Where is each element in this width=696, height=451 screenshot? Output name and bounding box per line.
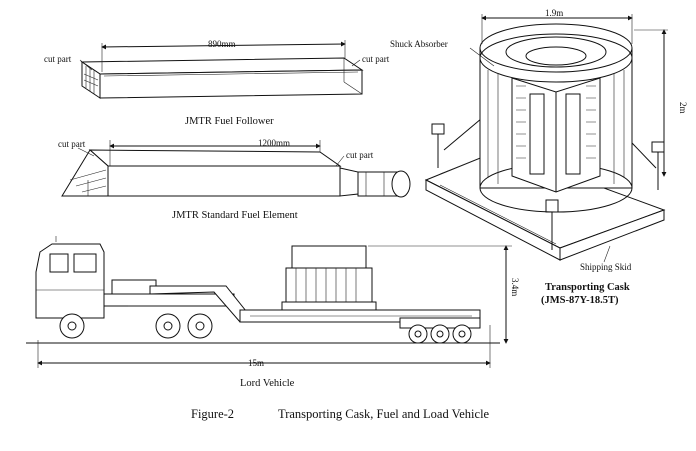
shipping-skid-label: Shipping Skid <box>580 262 632 272</box>
element-cut-right-leader <box>335 155 345 167</box>
element-cut-left-label: cut part <box>58 139 86 149</box>
vehicle-title: Lord Vehicle <box>240 378 295 389</box>
cask-model: (JMS-87Y-18.5T) <box>541 295 619 306</box>
figure-number: Figure-2 <box>191 407 234 421</box>
follower-cut-left-leader <box>79 59 93 71</box>
follower-title: JMTR Fuel Follower <box>185 116 274 127</box>
load-vehicle-drawing <box>26 236 512 368</box>
cask-drawing <box>424 14 668 263</box>
cask-width-label: 1.9m <box>545 8 563 18</box>
fuel-element-drawing <box>61 140 411 198</box>
shock-absorber-label: Shuck Absorber <box>390 39 448 49</box>
element-cut-left-leader <box>77 147 95 157</box>
fuel-follower-drawing <box>80 40 364 99</box>
follower-cut-left-label: cut part <box>44 54 72 64</box>
cask-title: Transporting Cask <box>545 282 630 293</box>
vehicle-height-label: 3.4m <box>510 278 520 296</box>
follower-length-label: 890mm <box>208 39 236 49</box>
element-length-label: 1200mm <box>258 138 290 148</box>
element-title: JMTR Standard Fuel Element <box>172 210 298 221</box>
follower-cut-right-label: cut part <box>362 54 390 64</box>
cask-height-label: 2m <box>678 102 688 114</box>
follower-cut-right-leader <box>351 59 361 67</box>
element-cut-right-label: cut part <box>346 150 374 160</box>
figure-caption: Transporting Cask, Fuel and Load Vehicle <box>278 407 490 421</box>
vehicle-length-label: 15m <box>248 358 264 368</box>
